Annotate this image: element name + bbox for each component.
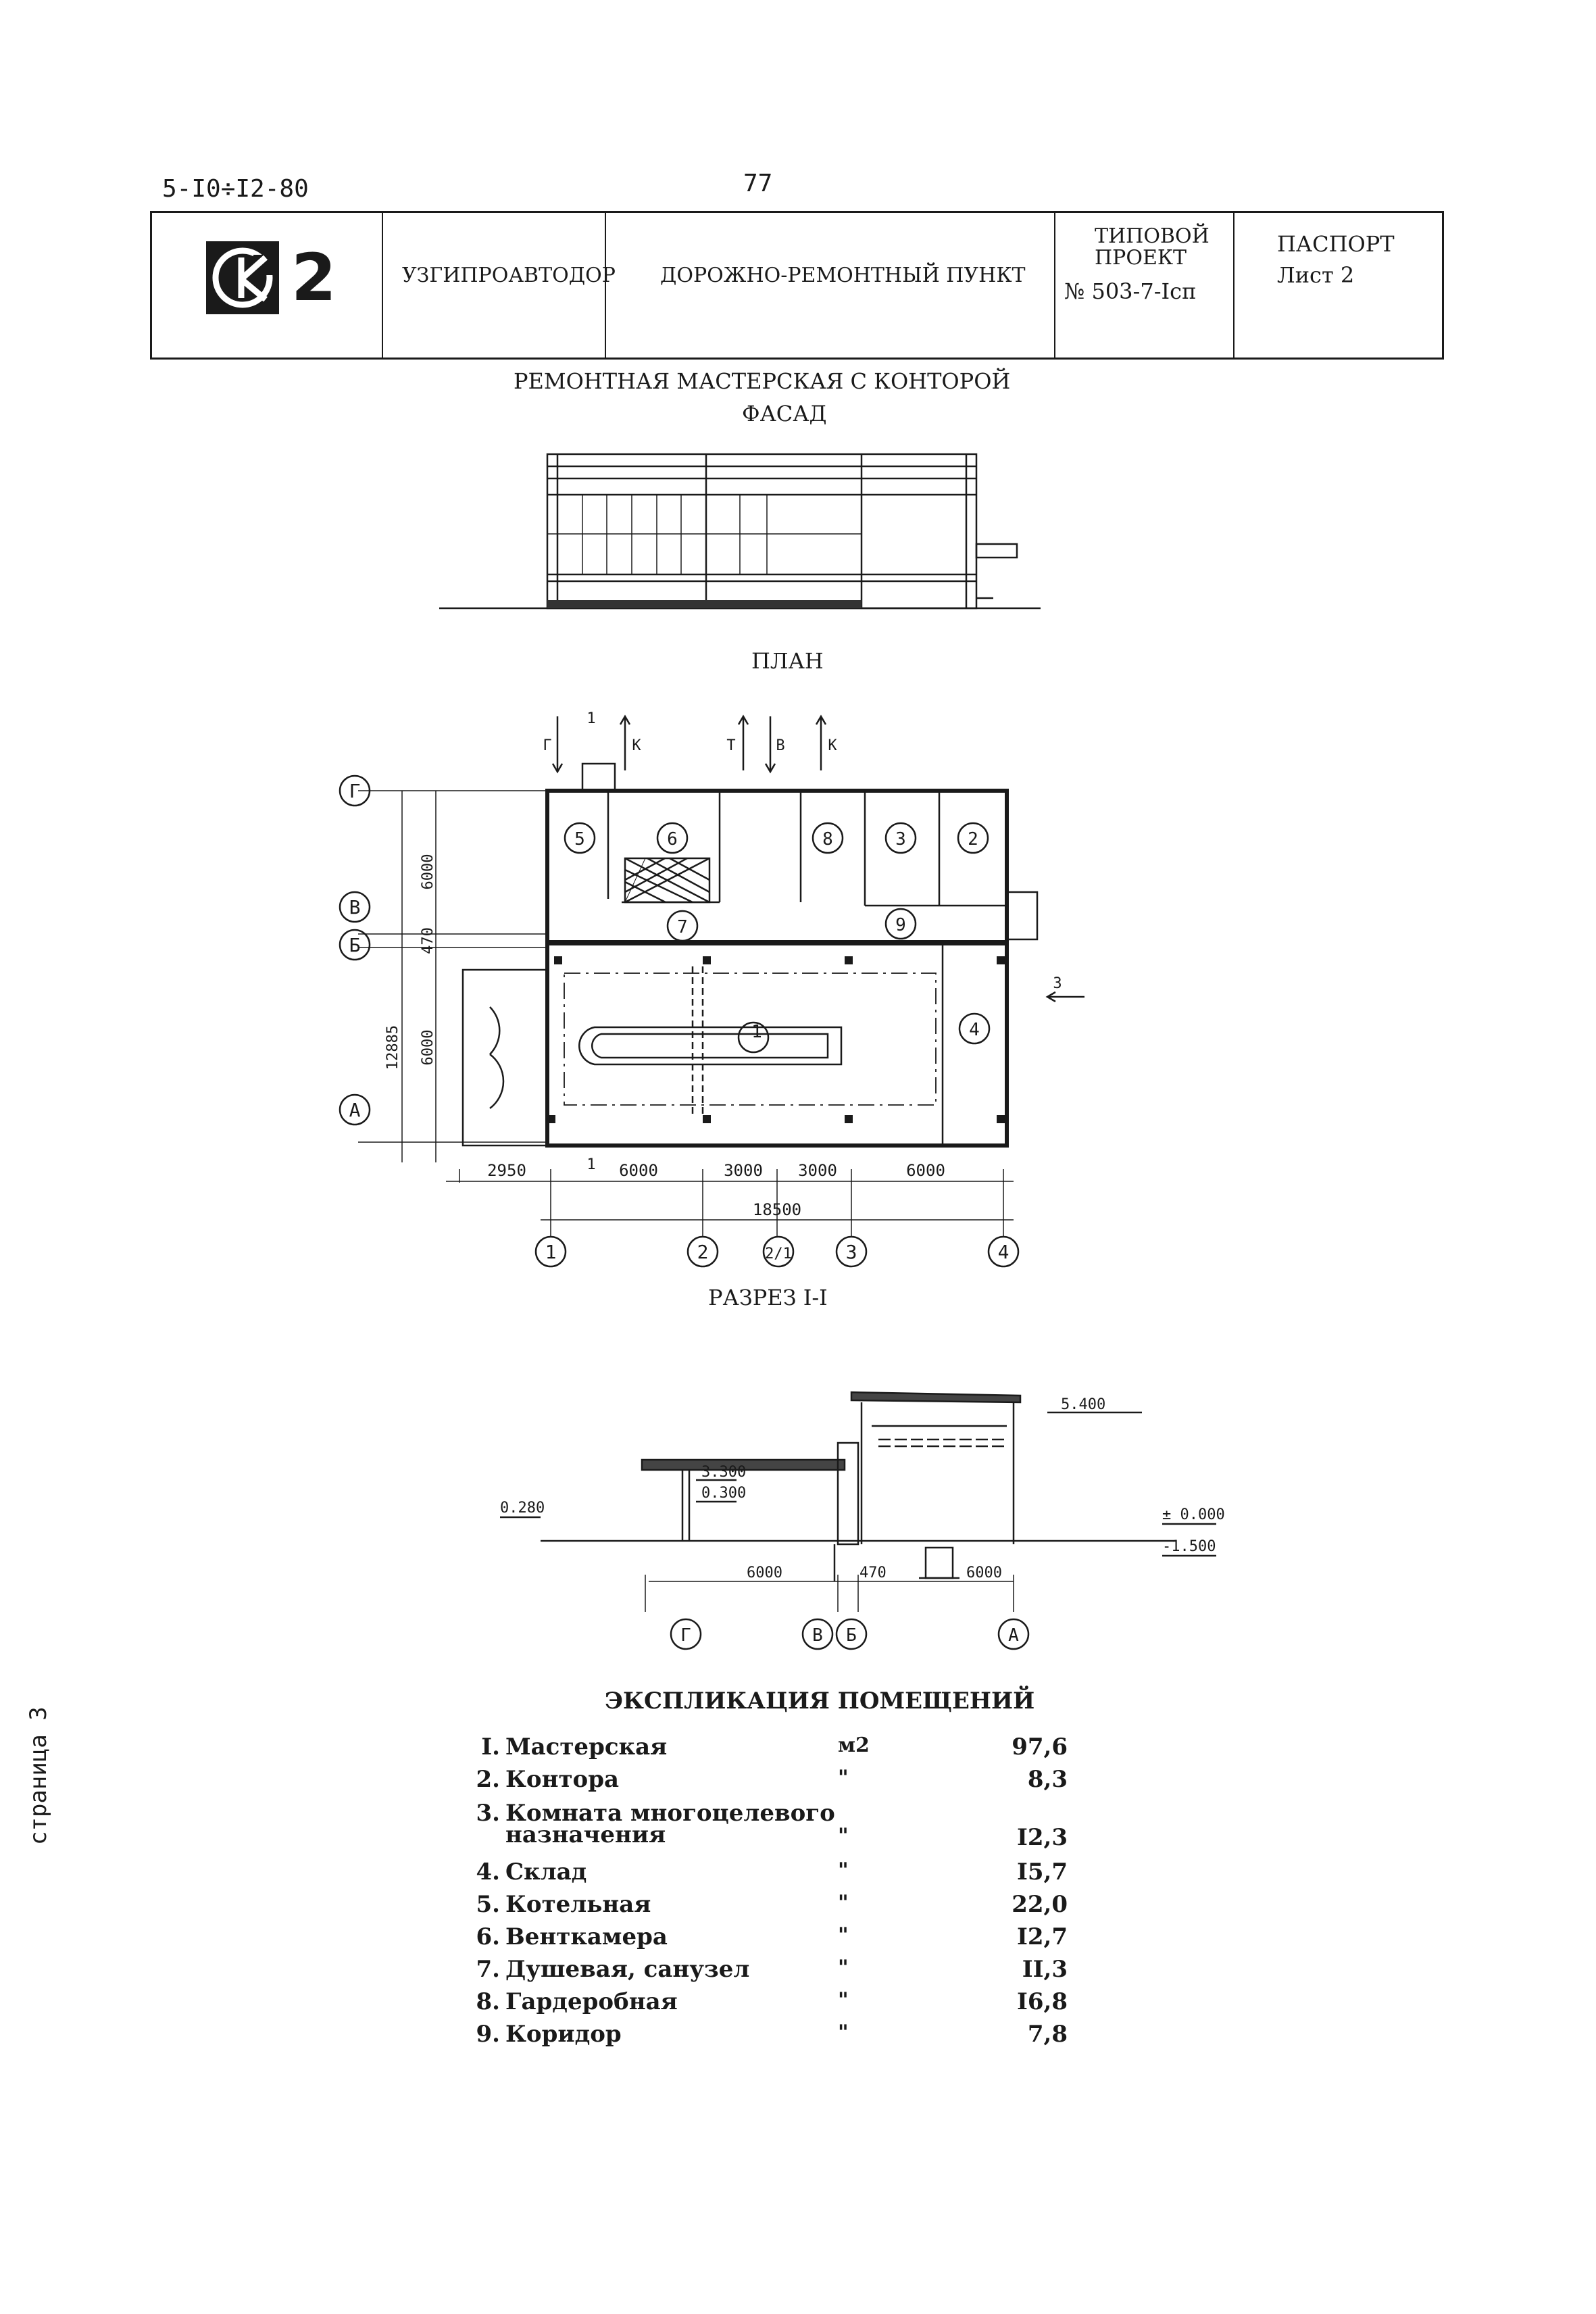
utility-label-v: В bbox=[776, 737, 784, 754]
side-page-note: страница 3 bbox=[25, 1706, 52, 1845]
axis-label-b: Б bbox=[349, 934, 361, 956]
level-5400: 5.400 bbox=[1061, 1396, 1105, 1413]
dim-3000-a: 3000 bbox=[724, 1161, 763, 1180]
logo-icon bbox=[206, 241, 280, 314]
title-block: 2 УЗГИПРОАВТОДОР ДОРОЖНО-РЕМОНТНЫЙ ПУНКТ… bbox=[150, 211, 1444, 360]
dim-18500: 18500 bbox=[753, 1200, 801, 1219]
section-mark-top: 1 bbox=[587, 710, 595, 727]
section-drawing: 5.400 3.300 0.300 0.280 ± 0.000 -1.500 6… bbox=[500, 1391, 1225, 1650]
axis-label-1: 1 bbox=[545, 1241, 557, 1263]
main-title: РЕМОНТНАЯ МАСТЕРСКАЯ С КОНТОРОЙ bbox=[514, 368, 1011, 394]
plan-title: ПЛАН bbox=[751, 648, 824, 674]
utility-label-k1: К bbox=[632, 737, 641, 754]
facade-title: ФАСАД bbox=[742, 401, 827, 426]
project-type-line1: ТИПОВОЙ bbox=[1095, 224, 1210, 248]
room-label-4: 4 bbox=[969, 1020, 980, 1040]
room-label-9: 9 bbox=[895, 915, 906, 935]
explication-title: ЭКСПЛИКАЦИЯ ПОМЕЩЕНИЙ bbox=[605, 1688, 1035, 1715]
dim-v-12885: 12885 bbox=[384, 1025, 401, 1070]
project-number: № 503-7-Iсп bbox=[1064, 278, 1197, 304]
room-label-3: 3 bbox=[895, 829, 906, 850]
section-axis-b: Б bbox=[846, 1625, 857, 1646]
section-dim-6000-b: 6000 bbox=[966, 1565, 1002, 1581]
sheet-type: ПАСПОРТ bbox=[1277, 231, 1395, 257]
axis-label-2: 2 bbox=[697, 1241, 709, 1263]
level-0300: 0.300 bbox=[701, 1485, 746, 1502]
project-title: ДОРОЖНО-РЕМОНТНЫЙ ПУНКТ bbox=[660, 264, 1026, 287]
sheet-number: Лист 2 bbox=[1277, 262, 1355, 288]
section-axis-g: Г bbox=[680, 1625, 691, 1646]
list-item: 8. Гардеробная " I6,8 bbox=[476, 1988, 1068, 2015]
dim-6000-a: 6000 bbox=[619, 1161, 658, 1180]
axis-label-v: В bbox=[349, 896, 361, 918]
dim-2950: 2950 bbox=[487, 1161, 526, 1180]
list-item: 9. Коридор " 7,8 bbox=[476, 2021, 1068, 2048]
list-item: 5. Котельная " 22,0 bbox=[476, 1891, 1068, 1918]
room-label-7: 7 bbox=[677, 917, 688, 937]
level-0280: 0.280 bbox=[500, 1500, 545, 1517]
utility-label-g: Г bbox=[543, 737, 551, 754]
level-minus-1500: -1.500 bbox=[1162, 1538, 1216, 1555]
dim-v-6000-lower: 6000 bbox=[420, 1030, 437, 1066]
organization-name: УЗГИПРОАВТОДОР bbox=[402, 264, 616, 287]
project-type-line2: ПРОЕКТ bbox=[1095, 246, 1187, 270]
list-item: I. Мастерская м2 97,6 bbox=[481, 1733, 1068, 1761]
dim-v-470: 470 bbox=[420, 927, 437, 954]
facade-drawing bbox=[439, 453, 1041, 610]
utility-label-k2: К bbox=[828, 737, 837, 754]
dim-6000-b: 6000 bbox=[906, 1161, 945, 1180]
list-item: 4. Склад " I5,7 bbox=[476, 1858, 1068, 1886]
dim-v-6000-upper: 6000 bbox=[420, 854, 437, 890]
list-item: 3. Комната многоцелевого назначения " I2… bbox=[476, 1800, 1068, 1851]
axis-label-a: А bbox=[349, 1099, 361, 1121]
section-axis-a: А bbox=[1008, 1625, 1019, 1646]
room-label-1: 1 bbox=[751, 1022, 762, 1042]
page-number: 77 bbox=[743, 170, 773, 197]
section-title: РАЗРЕЗ I-I bbox=[708, 1285, 828, 1310]
logo-number: 2 bbox=[291, 240, 336, 316]
section-dim-6000-a: 6000 bbox=[747, 1565, 782, 1581]
list-item: 6. Венткамера " I2,7 bbox=[476, 1923, 1068, 1950]
level-zero: ± 0.000 bbox=[1162, 1506, 1225, 1523]
section-dim-470: 470 bbox=[859, 1565, 887, 1581]
entry-mark: 3 bbox=[1053, 975, 1062, 992]
axis-label-g: Г bbox=[349, 780, 361, 802]
section-axis-v: В bbox=[812, 1625, 823, 1646]
room-label-5: 5 bbox=[574, 829, 585, 850]
list-item: 2. Контора " 8,3 bbox=[476, 1766, 1068, 1793]
document-code: 5-I0÷I2-80 bbox=[162, 175, 309, 203]
plan-drawing: Г В Б А 1 2 2/1 3 4 1 2 3 4 5 6 7 8 9 Г … bbox=[339, 710, 1084, 1268]
room-label-2: 2 bbox=[968, 829, 978, 850]
list-item: 7. Душевая, санузел " II,3 bbox=[476, 1956, 1068, 1983]
dim-3000-b: 3000 bbox=[798, 1161, 837, 1180]
axis-label-2-1: 2/1 bbox=[765, 1246, 792, 1262]
axis-label-4: 4 bbox=[998, 1241, 1009, 1263]
room-label-6: 6 bbox=[667, 829, 678, 850]
axis-label-3: 3 bbox=[846, 1241, 857, 1263]
room-label-8: 8 bbox=[822, 829, 833, 850]
level-3300: 3.300 bbox=[701, 1464, 746, 1481]
section-mark-bottom: 1 bbox=[587, 1156, 595, 1173]
utility-label-t: Т bbox=[726, 737, 735, 754]
